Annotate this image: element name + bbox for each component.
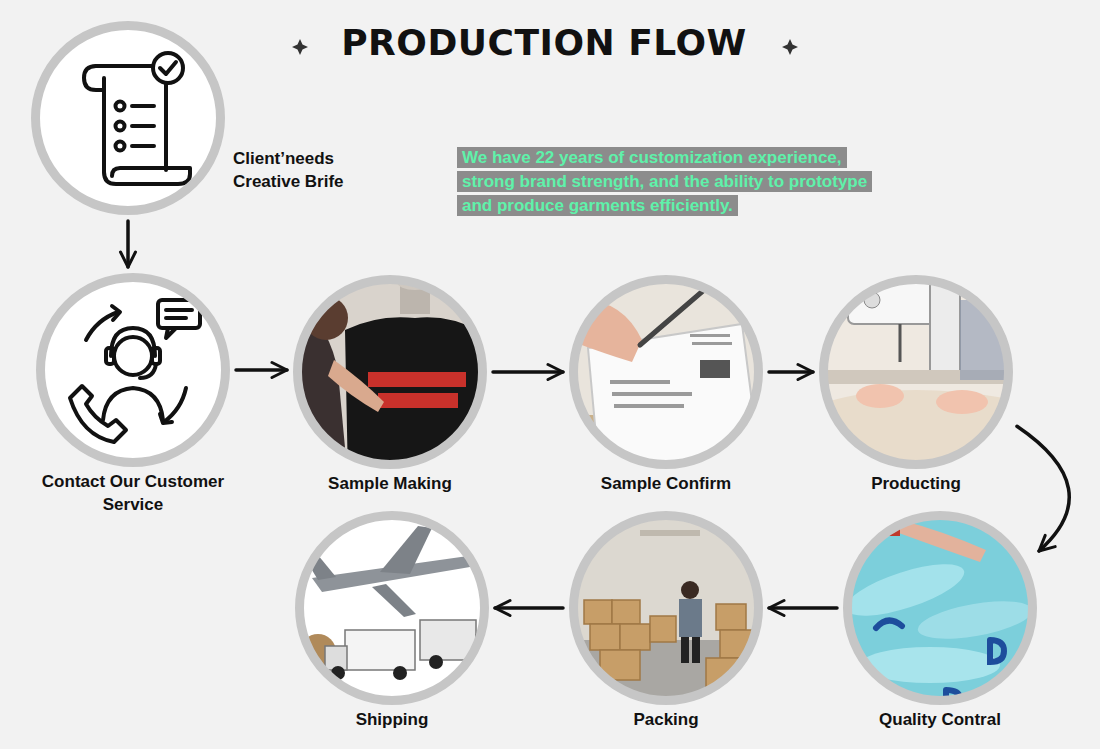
flow-arrow xyxy=(1017,426,1069,551)
flow-step: Sample Making xyxy=(293,275,487,495)
step-circle xyxy=(36,273,230,467)
flow-step: Sample Confirm xyxy=(569,275,763,495)
flow-step: Quality Contral xyxy=(843,511,1037,731)
step-circle xyxy=(843,511,1037,705)
flow-arrow xyxy=(769,370,813,374)
step-circle xyxy=(819,275,1013,469)
step-label: Producting xyxy=(819,472,1013,495)
flow-arrow xyxy=(126,221,130,267)
step-labels: Packing xyxy=(569,708,763,731)
step-label: Shipping xyxy=(295,708,489,731)
step-label: Quality Contral xyxy=(843,708,1037,731)
sample-making-photo xyxy=(290,270,490,480)
flow-step: Packing xyxy=(569,511,763,731)
step-labels: Client’needs Creative Brife xyxy=(233,147,373,193)
flow-arrow xyxy=(236,368,287,372)
brief-icon xyxy=(39,29,217,207)
flow-step: Producting xyxy=(819,275,1013,495)
sample-confirm-photo xyxy=(570,270,770,480)
step-label: Client’needs Creative Brife xyxy=(233,147,373,193)
flow-arrow xyxy=(769,606,837,610)
flow-arrow xyxy=(493,370,563,374)
flow-step: Contact Our Customer Service xyxy=(36,273,230,516)
step-circle xyxy=(293,275,487,469)
note-box: We have 22 years of customization experi… xyxy=(457,146,887,218)
step-label: Sample Confirm xyxy=(569,472,763,495)
flow-step: Shipping xyxy=(295,511,489,731)
garments-photo xyxy=(840,515,1045,715)
service-icon xyxy=(44,281,222,459)
step-circle xyxy=(569,511,763,705)
step-label: Contact Our Customer Service xyxy=(36,470,230,516)
step-labels: Contact Our Customer Service xyxy=(36,470,230,516)
step-labels: Producting xyxy=(819,472,1013,495)
step-label: Sample Making xyxy=(293,472,487,495)
step-label: Packing xyxy=(569,708,763,731)
step-labels: Sample Making xyxy=(293,472,487,495)
step-circle xyxy=(569,275,763,469)
step-circle xyxy=(295,511,489,705)
step-circle xyxy=(31,21,225,215)
warehouse-photo xyxy=(570,515,770,715)
note-text: We have 22 years of customization experi… xyxy=(457,147,872,216)
flow-step: Client’needs Creative Brife xyxy=(31,21,373,215)
sewing-photo xyxy=(820,270,1026,480)
step-labels: Shipping xyxy=(295,708,489,731)
step-labels: Sample Confirm xyxy=(569,472,763,495)
step-labels: Quality Contral xyxy=(843,708,1037,731)
flow-arrow xyxy=(495,606,563,610)
shipping-photo xyxy=(300,515,500,715)
